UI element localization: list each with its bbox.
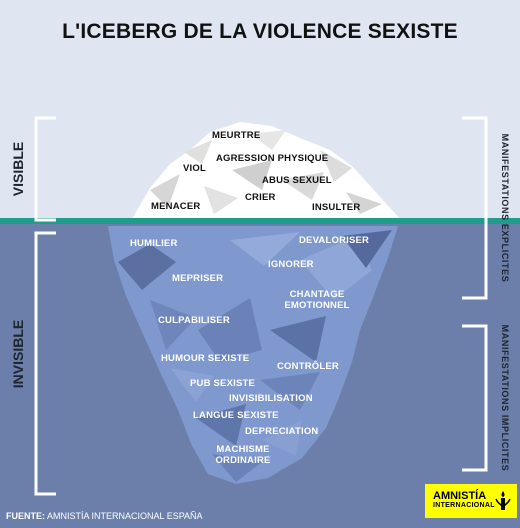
source-credit: FUENTE: AMNISTÍA INTERNACIONAL ESPAÑA: [6, 511, 203, 521]
label-depreciation: DEPRECIATION: [245, 426, 319, 437]
label-controler: CONTRÔLER: [277, 361, 339, 372]
visible-bracket: [34, 116, 56, 222]
label-meurtre: MEURTRE: [212, 130, 261, 141]
label-menacer: MENACER: [151, 201, 201, 212]
label-pub-sexiste: PUB SEXISTE: [190, 378, 256, 389]
label-abus-sexuel: ABUS SEXUEL: [262, 175, 332, 186]
implicit-manifestations-label: MANIFESTATIONS IMPLICITES: [500, 324, 510, 472]
label-ignorer: IGNORER: [268, 259, 314, 270]
explicit-bracket: [462, 116, 488, 300]
invisible-label: INVISIBLE: [10, 319, 26, 389]
label-insulter: INSULTER: [312, 202, 361, 213]
label-invisibilisation: INVISIBILISATION: [229, 393, 313, 404]
label-machisme-ordinaire: MACHISME ORDINAIRE: [215, 444, 271, 466]
invisible-bracket: [34, 231, 56, 496]
visible-iceberg: [132, 122, 400, 219]
waterline: [0, 218, 520, 224]
label-viol: VIOL: [183, 163, 206, 174]
amnesty-logo: AMNISTÍA INTERNACIONAL: [425, 484, 517, 518]
label-humour-sexiste: HUMOUR SEXISTE: [161, 353, 250, 364]
label-chantage-emotionnel: CHANTAGE EMOTIONNEL: [284, 289, 350, 311]
label-mepriser: MEPRISER: [172, 273, 224, 284]
label-devaloriser: DEVALORISER: [299, 235, 370, 246]
label-humilier: HUMILIER: [130, 238, 178, 249]
visible-label: VISIBLE: [10, 141, 26, 197]
label-crier: CRIER: [245, 192, 276, 203]
label-culpabiliser: CULPABILISER: [158, 315, 230, 326]
label-langue-sexiste: LANGUE SEXISTE: [193, 410, 279, 421]
page-title: L'ICEBERG DE LA VIOLENCE SEXISTE: [62, 20, 458, 43]
submerged-iceberg: [108, 226, 398, 484]
label-agression-physique: AGRESSION PHYSIQUE: [216, 153, 329, 164]
candle-icon: [495, 491, 511, 510]
explicit-manifestations-label: MANIFESTATIONS EXPLICITES: [500, 133, 510, 283]
implicit-bracket: [462, 324, 488, 472]
